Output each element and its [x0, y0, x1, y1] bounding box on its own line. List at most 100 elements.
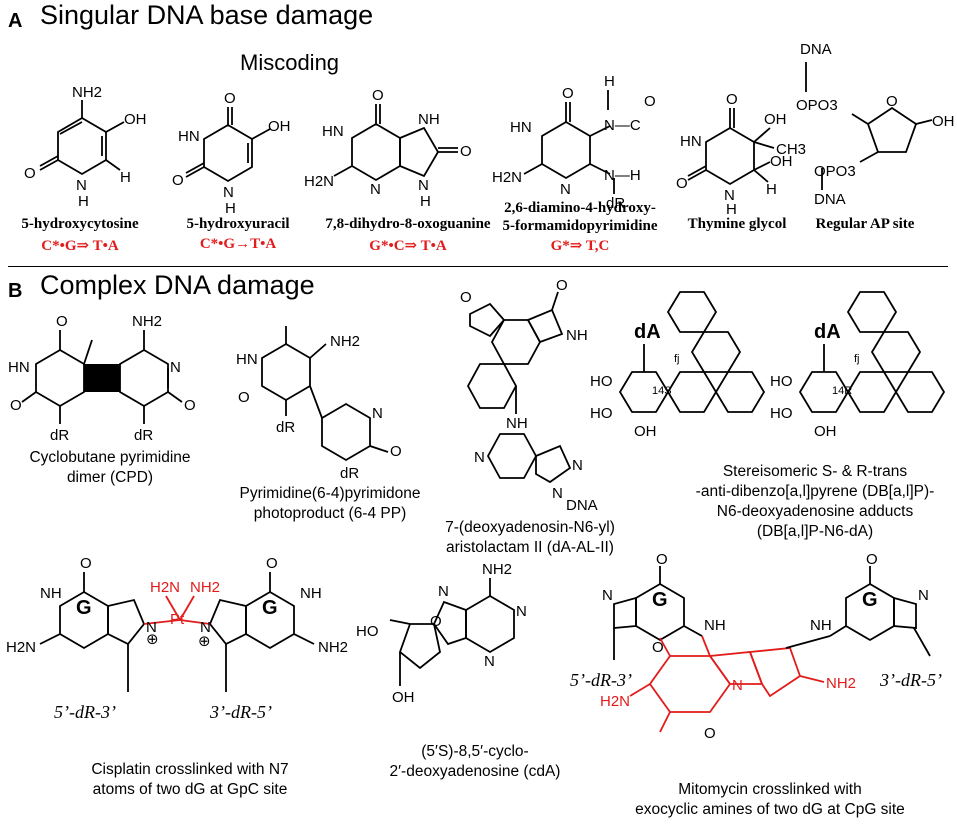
- structure-6-4-pp: NH2 HN O dR N O dR: [236, 326, 402, 482]
- atom-ch3: CH3: [776, 141, 806, 158]
- label-14s: 14S: [652, 385, 672, 397]
- caption-cpd-line2: dimer (CPD): [66, 469, 154, 486]
- atom-ho: HO: [770, 405, 793, 422]
- atom-nh: NH: [418, 111, 440, 128]
- structure-8-oxoguanine: O HN NH O H2N N N H: [304, 87, 472, 210]
- atom-nh2: NH2: [330, 333, 360, 350]
- label-ap-site: Regular AP site: [815, 216, 915, 232]
- structure-cisplatin-crosslink: O G NH H2N N ⊕ Pt H2N NH2 N ⊕ G O NH NH2…: [6, 555, 348, 722]
- atom-hn: HN: [322, 123, 344, 140]
- atom-n: N: [438, 583, 449, 600]
- atom-dna: DNA: [800, 41, 832, 58]
- atom-o: O: [172, 172, 184, 189]
- panel-letter-b: B: [8, 280, 23, 302]
- structure-cpd: O NH2 HN N O O dR dR: [8, 313, 196, 444]
- atom-dr: dR: [50, 427, 69, 444]
- atom-n: N: [76, 177, 87, 194]
- caption-cda-line1: (5′S)-8,5′-cyclo-: [421, 743, 529, 760]
- caption-cpd-line1: Cyclobutane pyrimidine: [29, 449, 191, 466]
- atom-o: O: [556, 277, 568, 294]
- atom-h: H: [225, 200, 236, 217]
- atom-hn: HN: [510, 119, 532, 136]
- atom-ho: HO: [590, 373, 613, 390]
- atom-ho: HO: [770, 373, 793, 390]
- atom-oh: OH: [814, 423, 837, 440]
- mutation-8-oxoguanine: G*•C⇒ T•A: [369, 238, 447, 254]
- atom-nh2: NH2: [318, 639, 348, 656]
- atom-o: O: [726, 91, 738, 108]
- caption-dbalp-line2: -anti-dibenzo[a,l]pyrene (DB[a,l]P)-: [695, 483, 935, 500]
- atom-dr: dR: [340, 465, 359, 482]
- atom-dr: dR: [606, 195, 625, 212]
- atom-o: O: [24, 165, 36, 182]
- sugar-3-5: 3’-dR-5’: [209, 702, 272, 722]
- structure-5-hydroxycytosine: NH2 OH O N H H: [24, 84, 147, 210]
- structure-dbalp-r: dA 14R fj HO HO OH: [770, 291, 946, 440]
- atom-nh: NH: [566, 327, 588, 344]
- panel-divider: [8, 266, 948, 267]
- caption-da-al-ii-line1: 7-(deoxyadenosin-N6-yl): [445, 519, 615, 536]
- atom-h2n: H2N: [6, 639, 36, 656]
- atom-h: H: [120, 169, 131, 186]
- atom-n: N: [146, 619, 157, 636]
- structure-cda: NH2 N N N O HO OH: [356, 561, 527, 706]
- atom-nh2: NH2: [826, 675, 856, 692]
- atom-o: O: [886, 93, 898, 110]
- label-5-hydroxycytosine: 5-hydroxycytosine: [21, 216, 139, 232]
- atom-n: N: [474, 449, 485, 466]
- atom-n-h: N—H: [604, 167, 641, 184]
- atom-h2n: H2N: [304, 173, 334, 190]
- atom-da: dA: [634, 321, 661, 343]
- atom-o: O: [652, 639, 664, 656]
- charge-plus: ⊕: [198, 633, 211, 650]
- atom-o: O: [224, 90, 236, 107]
- label-14r: 14R: [832, 385, 852, 397]
- mutation-fapyg: G*⇒ T,C: [550, 238, 610, 254]
- atom-o: O: [704, 725, 716, 742]
- atom-n: N: [572, 457, 583, 474]
- label-fapyg-line2: 5-formamidopyrimidine: [502, 218, 658, 234]
- atom-n: N: [223, 184, 234, 201]
- atom-h2n: H2N: [492, 169, 522, 186]
- atom-dr: dR: [134, 427, 153, 444]
- atom-nh2: NH2: [482, 561, 512, 578]
- atom-n: N: [484, 653, 495, 670]
- caption-dbalp-line4: (DB[a,l]P-N6-dA): [756, 523, 874, 540]
- atom-n: N: [560, 181, 571, 198]
- structure-mitomycin-crosslink: O G N NH O G NH N 5’-dR-3’ 3’-dR-5’ H2N …: [570, 551, 942, 742]
- atom-o: O: [676, 175, 688, 192]
- atom-n: N: [724, 187, 735, 204]
- atom-h: H: [766, 181, 777, 198]
- atom-oh: OH: [392, 689, 415, 706]
- atom-n: N: [372, 405, 383, 422]
- atom-oh: OH: [124, 111, 147, 128]
- atom-o: O: [644, 93, 656, 110]
- atom-hn: HN: [8, 359, 30, 376]
- caption-6-4-pp-line1: Pyrimidine(6-4)pyrimidone: [239, 485, 421, 502]
- atom-nh: NH: [300, 585, 322, 602]
- atom-g: G: [652, 589, 668, 611]
- atom-dna: DNA: [814, 191, 846, 208]
- atom-n: N: [732, 677, 743, 694]
- caption-dbalp-line3: N6-deoxyadenosine adducts: [716, 503, 914, 520]
- mutation-5-hydroxyuracil: C*•G→T•A: [199, 236, 277, 252]
- atom-n: N: [918, 587, 929, 604]
- panel-a-subtitle: Miscoding: [240, 50, 340, 75]
- panel-b-title: Complex DNA damage: [40, 270, 315, 300]
- caption-mitomycin-line2: exocyclic amines of two dG at CpG site: [635, 801, 905, 818]
- atom-oh: OH: [268, 118, 291, 135]
- caption-dbalp-line1: Stereisomeric S- & R-trans: [722, 463, 908, 480]
- atom-pt: Pt: [170, 611, 185, 628]
- atom-n: N: [170, 359, 181, 376]
- atom-o: O: [372, 87, 384, 104]
- atom-oh: OH: [932, 113, 955, 130]
- structure-thymine-glycol: O OH CH3 OH H HN O N H: [676, 91, 806, 218]
- atom-nh: NH: [40, 585, 62, 602]
- caption-mitomycin-line1: Mitomycin crosslinked with: [678, 781, 862, 798]
- atom-dr: dR: [276, 419, 295, 436]
- structure-dbalp-s: dA 14S fj HO HO OH: [590, 291, 766, 440]
- atom-g: G: [262, 597, 278, 619]
- atom-h: H: [726, 201, 737, 218]
- atom-h: H: [604, 73, 615, 90]
- atom-nh2: NH2: [190, 579, 220, 596]
